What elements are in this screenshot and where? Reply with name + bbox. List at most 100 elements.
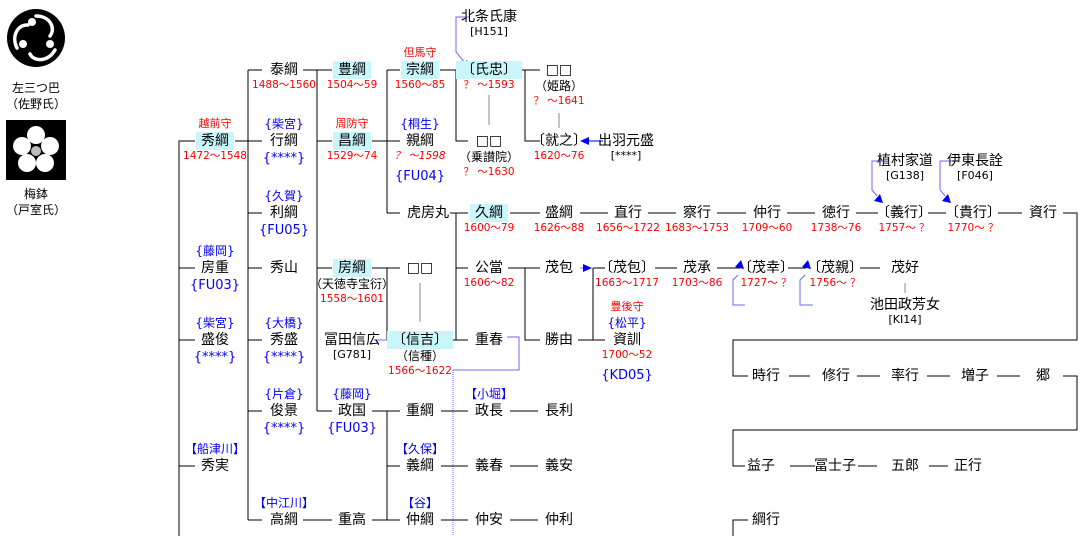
adoption-arrow-icon [580,137,589,145]
person-satsuyuki[interactable]: 察行 [683,205,711,221]
person-unk2[interactable]: □□ [475,133,503,149]
person-katsuyoshi[interactable]: 勝由 [545,332,573,348]
person-hidezane[interactable]: 秀実 [201,458,229,474]
person-masuko[interactable]: 増子 [961,368,989,384]
person-torafusamaru[interactable]: 虎房丸 [407,205,449,221]
person-tomita[interactable]: 冨田信広 [324,332,380,348]
person-hidemori[interactable]: 秀盛 [270,332,298,348]
person-uemura[interactable]: 植村家道 [877,153,933,169]
lineage-code[interactable]: {FU03} [326,421,378,436]
person-nariyuki[interactable]: 〔就之〕 [531,133,587,149]
adoption-arrow-icon [942,194,951,203]
clan-label: {大橋} [264,316,304,330]
life-dates: 1756～ ？ [809,277,861,289]
person-shuzan[interactable]: 秀山 [270,260,298,276]
reference-code[interactable]: [H151] [470,25,508,38]
person-masatsuna[interactable]: 昌綱 [333,132,371,150]
person-suketoki[interactable]: 資訓 [613,332,641,348]
lineage-code[interactable]: {FU04} [394,169,446,184]
person-noriyuki[interactable]: 徳行 [822,205,850,221]
lineage-code[interactable]: {****} [262,421,306,436]
person-yoshiharu[interactable]: 義春 [475,458,503,474]
person-nakayuki[interactable]: 仲行 [753,205,781,221]
person-dewa[interactable]: 出羽元盛 [598,133,654,149]
lineage-code[interactable]: {FU05} [258,223,310,238]
reference-code[interactable]: [KI14] [888,313,922,326]
person-toshitsuna[interactable]: 利綱 [270,205,298,221]
reference-code[interactable]: [G138] [885,169,925,182]
person-ujiyasu[interactable]: 北条氏康 [461,9,517,25]
adoption-arrow-icon [874,194,883,203]
person-hisatsuna[interactable]: 久綱 [470,204,508,222]
person-sukeyuki[interactable]: 資行 [1029,205,1057,221]
person-kimimasa[interactable]: 公當 [475,260,503,276]
person-nakayasu[interactable]: 仲安 [475,512,503,528]
person-shigekane2[interactable]: 〔茂包〕 [599,260,655,276]
person-moritsuna[interactable]: 盛綱 [545,205,573,221]
reference-code[interactable]: [G781] [332,348,372,361]
person-shuko[interactable]: 修行 [822,368,850,384]
life-dates: 1529～74 [326,150,378,162]
reference-code[interactable]: [F046] [957,169,993,182]
person-nobuyoshi[interactable]: 〔信吉〕 [387,331,453,349]
life-dates: 1606～82 [463,277,515,289]
person-unk1[interactable]: □□ [406,260,434,276]
lineage-code[interactable]: {****} [193,350,237,365]
person-tokiyuki[interactable]: 時行 [752,368,780,384]
clan-label: {久賀} [264,189,304,203]
person-go[interactable]: 郷 [1036,368,1050,384]
life-dates: 1757～ ？ [878,222,930,234]
person-ito[interactable]: 伊東長詮 [947,153,1003,169]
person-unk3[interactable]: □□ [545,62,573,78]
person-takayuki[interactable]: 〔貴行〕 [945,205,1001,221]
person-takatsuna[interactable]: 高綱 [270,512,298,528]
person-ikeda[interactable]: 池田政芳女 [870,297,940,313]
clan-label: {柴宮} [195,316,235,330]
court-title: 豊後守 [610,300,644,313]
person-nagatoshi[interactable]: 長利 [545,403,573,419]
life-dates: ？ ～1641 [533,95,585,107]
person-nakatoshi[interactable]: 仲利 [545,512,573,528]
lineage-code[interactable]: {FU03} [189,278,241,293]
person-fujiko[interactable]: 冨士子 [814,458,856,474]
person-shigetsugu[interactable]: 茂承 [683,260,711,276]
person-yoshitsuna[interactable]: 義綱 [406,458,434,474]
person-masanaga[interactable]: 政長 [475,403,503,419]
crest-name: 梅鉢 [23,187,48,201]
person-hidetsuna[interactable]: 秀綱 [196,132,234,150]
person-shigeyoshi[interactable]: 茂好 [891,260,919,276]
reference-code[interactable]: [****] [610,149,642,162]
person-nakatsuna[interactable]: 仲綱 [406,512,434,528]
lineage-code[interactable]: {KD05} [601,368,653,383]
person-toshikage[interactable]: 俊景 [270,403,298,419]
person-masakuni[interactable]: 政国 [338,403,366,419]
person-yoshiyasu[interactable]: 義安 [545,458,573,474]
person-fusatsuna[interactable]: 房綱 [333,259,371,277]
lineage-line [732,519,748,536]
person-naoyuki[interactable]: 直行 [614,205,642,221]
life-dates: 1703～86 [671,277,723,289]
person-shigetsuna[interactable]: 重綱 [406,403,434,419]
person-fusashige[interactable]: 房重 [201,260,229,276]
person-shigechika[interactable]: 〔茂親〕 [807,260,863,276]
person-sotsuko[interactable]: 率行 [891,368,919,384]
life-dates: 1558～1601 [320,293,384,305]
person-yasutsuna[interactable]: 泰綱 [270,62,298,78]
person-tsunayuki[interactable]: 綱行 [752,512,780,528]
person-masayuki[interactable]: 正行 [954,458,982,474]
person-shigeyuki[interactable]: 〔茂幸〕 [738,260,794,276]
person-toyotsuna[interactable]: 豊綱 [333,61,371,79]
person-yoshiyuki[interactable]: 〔義行〕 [876,205,932,221]
person-shigetaka[interactable]: 重高 [338,512,366,528]
person-goro[interactable]: 五郎 [891,458,919,474]
person-shigeharu[interactable]: 重春 [475,332,503,348]
lineage-code[interactable]: {****} [262,350,306,365]
person-munetsuna[interactable]: 宗綱 [401,61,439,79]
person-moritoshi[interactable]: 盛俊 [201,332,229,348]
person-yukitsuna[interactable]: 行綱 [270,133,298,149]
person-ujitada[interactable]: 〔氏忠〕 [456,61,522,79]
person-shigekane1[interactable]: 茂包 [545,260,573,276]
person-ekiko[interactable]: 益子 [747,458,775,474]
person-chikatsuna[interactable]: 親綱 [406,133,434,149]
lineage-code[interactable]: {****} [262,151,306,166]
